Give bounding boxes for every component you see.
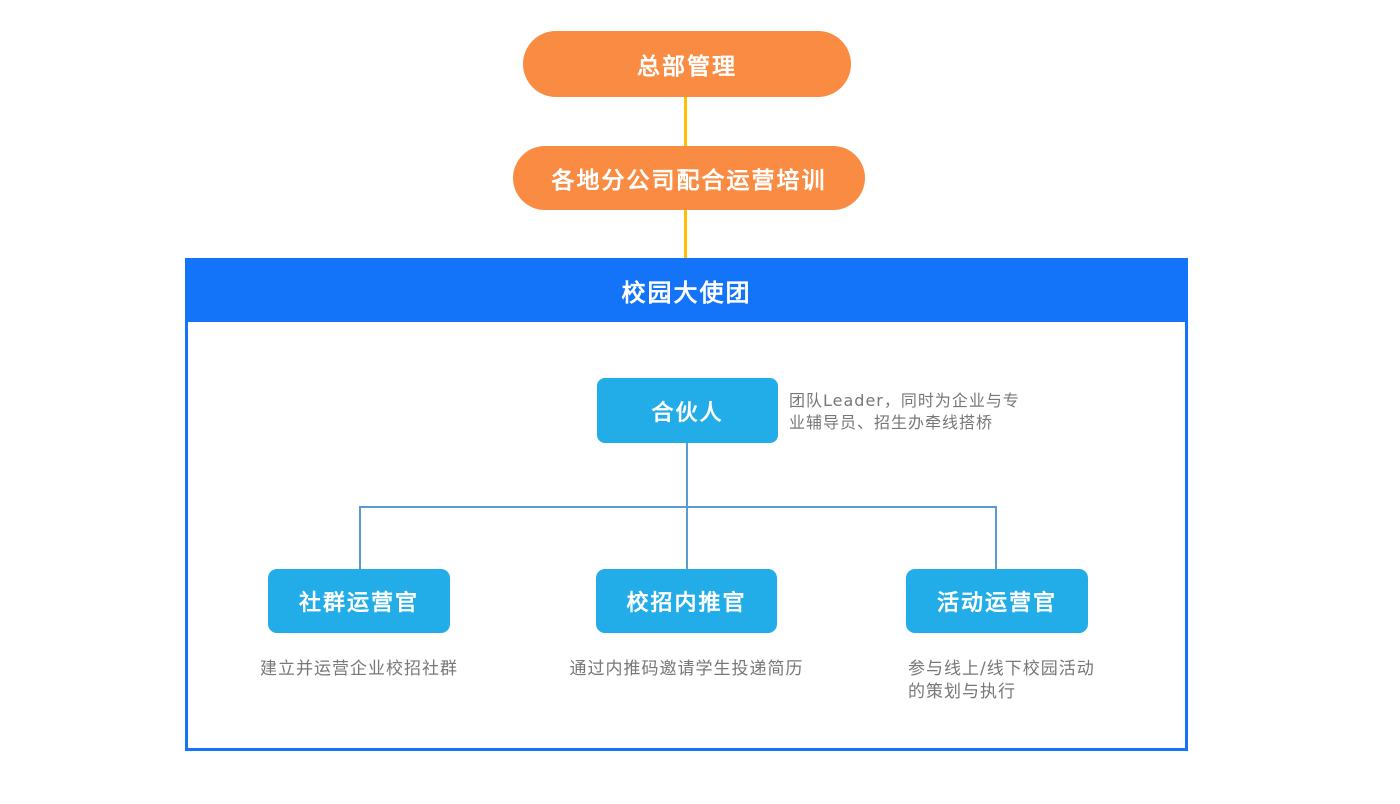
role-event-description: 参与线上/线下校园活动 的策划与执行 (908, 658, 1158, 704)
node-headquarters: 总部管理 (523, 31, 851, 97)
connector-horizontal-line (359, 506, 997, 508)
role-community-description: 建立并运营企业校招社群 (260, 659, 458, 679)
node-branch-training: 各地分公司配合运营培训 (513, 146, 865, 210)
leader-description: 团队Leader，同时为企业与专 业辅导员、招生办牵线搭桥 (789, 390, 1059, 434)
role-referral-description: 通过内推码邀请学生投递简历 (569, 659, 804, 679)
connector-left-branch-line (359, 508, 361, 569)
node-role-campus-referral: 校招内推官 (596, 569, 777, 633)
team-panel-title-bar: 校园大使团 (185, 258, 1188, 322)
role-event-description-line1: 参与线上/线下校园活动 (908, 659, 1095, 679)
leader-description-line1: 团队Leader，同时为企业与专 (789, 391, 1020, 410)
leader-description-line2: 业辅导员、招生办牵线搭桥 (789, 413, 994, 432)
node-role-event-ops: 活动运营官 (906, 569, 1088, 633)
node-leader-partner: 合伙人 (597, 378, 778, 443)
node-role-community-ops: 社群运营官 (268, 569, 450, 633)
connector-leader-down-line (686, 443, 688, 507)
role-event-description-line2: 的策划与执行 (908, 682, 1016, 702)
connector-middle-branch-line (686, 508, 688, 569)
connector-right-branch-line (995, 508, 997, 569)
